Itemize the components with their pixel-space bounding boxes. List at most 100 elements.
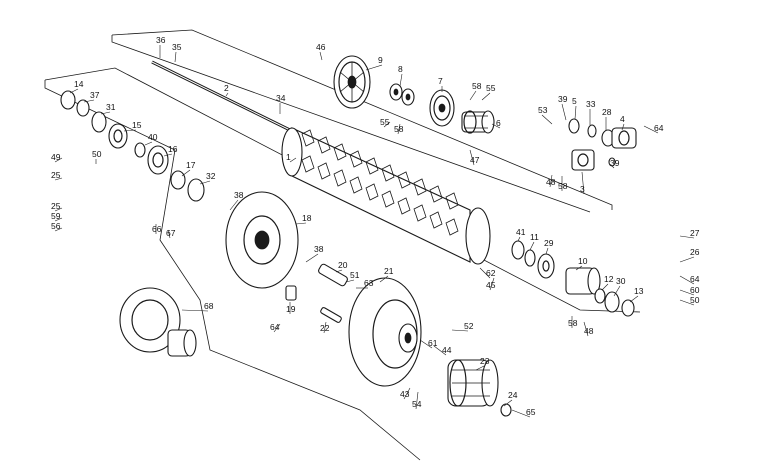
- callout-c64c: 64: [270, 322, 280, 332]
- callout-c38b: 38: [314, 244, 324, 254]
- callout-c45: 45: [486, 280, 496, 290]
- callout-c36: 36: [156, 35, 166, 45]
- callout-c48a: 48: [546, 177, 556, 187]
- callout-leader-c43: [403, 387, 411, 400]
- callout-leader-c4: [621, 123, 625, 131]
- callout-leader-c51: [345, 279, 355, 283]
- rotor-disc-21: [348, 277, 422, 387]
- callout-c3: 3: [580, 184, 585, 194]
- callout-leader-c31: [100, 111, 111, 115]
- callout-leader-c25b: [54, 207, 63, 212]
- callout-leader-c21: [379, 275, 389, 283]
- callout-leader-c61: [419, 339, 433, 349]
- callout-leader-c29: [545, 247, 549, 255]
- callout-c64a: 64: [654, 123, 664, 133]
- callout-c23: 23: [480, 356, 490, 366]
- callout-c64b: 64: [690, 274, 700, 284]
- callout-c11: 11: [530, 232, 539, 242]
- callout-leader-c27: [679, 235, 695, 239]
- callout-c9: 9: [378, 55, 383, 65]
- callout-leader-c22: [323, 321, 327, 334]
- callout-c5: 5: [572, 96, 577, 106]
- callout-c53: 53: [538, 105, 548, 115]
- hub-6: [461, 110, 495, 134]
- callout-c43: 43: [400, 389, 410, 399]
- callout-leader-c25a: [54, 177, 63, 181]
- callout-leader-c64a: [643, 125, 659, 134]
- callout-leader-c30: [613, 285, 621, 297]
- callout-leader-c38a: [229, 199, 239, 211]
- callout-c31: 31: [106, 102, 116, 112]
- callout-leader-c55a: [481, 92, 491, 101]
- callout-leader-c17: [181, 169, 191, 177]
- callout-c58b: 58: [394, 124, 404, 134]
- callout-c22: 22: [320, 323, 330, 333]
- callout-leader-c11: [529, 241, 535, 251]
- callout-leader-c47: [469, 149, 475, 166]
- callout-c16: 16: [168, 144, 178, 154]
- callout-c49: 49: [51, 152, 61, 162]
- callout-leader-c53: [541, 114, 553, 125]
- rotor-disc-18: [225, 191, 299, 289]
- callout-c1: 1: [286, 152, 291, 162]
- callout-c39a: 39: [558, 94, 568, 104]
- callout-leader-c38b: [305, 253, 319, 263]
- callout-leader-c32: [199, 180, 211, 185]
- callout-c29: 29: [544, 238, 554, 248]
- callout-c25a: 25: [51, 170, 61, 180]
- small-shafts: [285, 263, 348, 323]
- callout-c55a: 55: [486, 83, 496, 93]
- callout-c10: 10: [578, 256, 588, 266]
- callout-leader-c48a: [549, 174, 553, 188]
- callout-c65: 65: [526, 407, 536, 417]
- callout-c60: 60: [690, 285, 700, 295]
- callout-leader-c1: [289, 157, 297, 163]
- main-shaft: [151, 60, 291, 132]
- callout-leader-c55b: [383, 121, 391, 128]
- callout-c52: 52: [464, 321, 474, 331]
- callout-c28: 28: [602, 107, 612, 117]
- callout-c7: 7: [438, 76, 443, 86]
- left-ring-stack: [60, 90, 205, 202]
- callout-leader-c44: [433, 345, 447, 356]
- callout-leader-c46: [319, 51, 323, 61]
- callout-leader-c49: [54, 157, 63, 163]
- callout-c18: 18: [302, 213, 312, 223]
- callout-c58c: 58: [558, 181, 568, 191]
- callout-c54: 54: [412, 399, 422, 409]
- callout-c55b: 55: [380, 117, 390, 127]
- callout-c56: 56: [51, 221, 61, 231]
- callout-leader-c26: [679, 256, 695, 263]
- callout-c66: 66: [152, 224, 162, 234]
- callout-c8: 8: [398, 64, 403, 74]
- callout-c13: 13: [634, 286, 644, 296]
- callout-c58d: 58: [568, 318, 578, 328]
- callout-leader-c39b: [611, 165, 615, 169]
- callout-c14: 14: [74, 79, 84, 89]
- callout-leader-c48b: [583, 321, 589, 337]
- callout-leader-c59: [54, 217, 63, 222]
- callout-leader-c68: [181, 309, 209, 312]
- callout-leader-c37: [83, 99, 95, 103]
- callout-leader-c8: [399, 73, 403, 87]
- callout-c62: 62: [486, 268, 496, 278]
- callout-leader-c65: [511, 409, 531, 418]
- callout-leader-c14: [69, 88, 79, 94]
- callout-leader-c54: [415, 391, 419, 410]
- callout-c19: 19: [286, 304, 296, 314]
- callout-leader-c2: [225, 92, 229, 97]
- callout-leader-c64c: [273, 323, 281, 333]
- lower-right-bearings: [511, 240, 635, 317]
- beater-drum-1: [281, 127, 491, 265]
- callout-c35: 35: [172, 42, 182, 52]
- callout-c44: 44: [442, 345, 452, 355]
- callout-leader-c23: [475, 365, 485, 371]
- callout-c12: 12: [604, 274, 614, 284]
- callout-c34: 34: [276, 93, 286, 103]
- callout-c33: 33: [586, 99, 596, 109]
- callout-leader-c18: [295, 222, 307, 225]
- callout-c58a: 58: [472, 81, 482, 91]
- callout-c68: 68: [204, 301, 214, 311]
